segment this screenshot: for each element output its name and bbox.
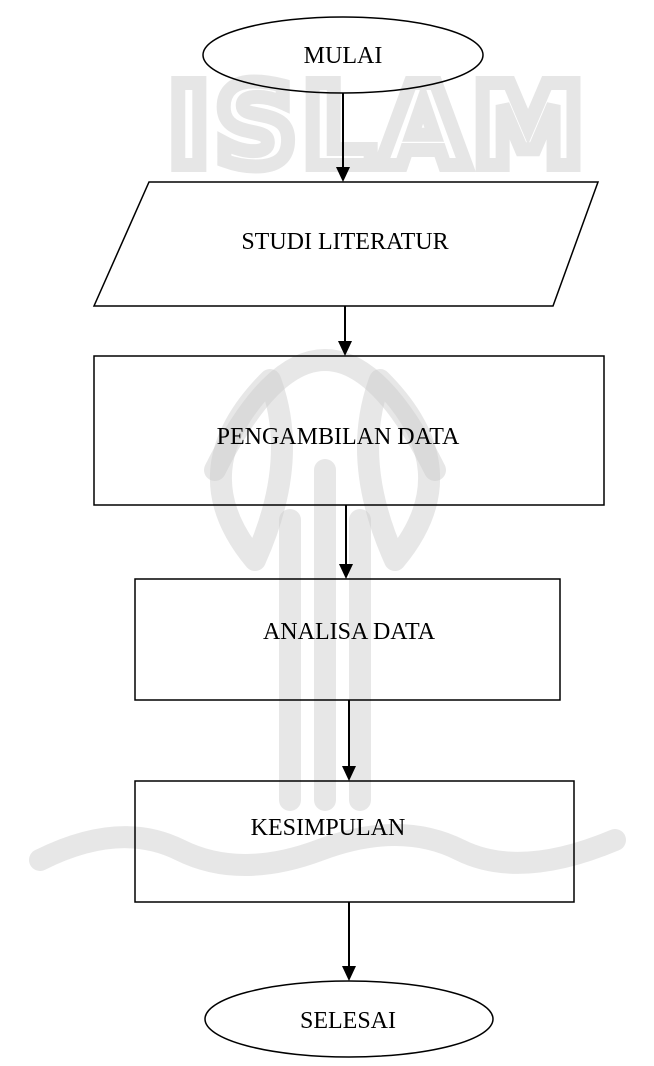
node-data-collection: PENGAMBILAN DATA — [93, 355, 605, 506]
arrowhead-end — [342, 966, 356, 981]
watermark-right-leaf — [357, 369, 441, 571]
node-literature: STUDI LITERATUR — [92, 181, 600, 307]
watermark-text-top: ISLAM — [168, 62, 590, 192]
node-start-label: MULAI — [304, 43, 383, 69]
arrowhead-data-collection — [338, 341, 352, 356]
node-end: SELESAI — [204, 980, 494, 1058]
node-data-collection-label: PENGAMBILAN DATA — [217, 424, 460, 450]
end-terminator — [204, 980, 494, 1058]
data-analysis-box — [134, 578, 561, 701]
data-collection-box — [93, 355, 605, 506]
arrowhead-data-analysis — [339, 564, 353, 579]
node-conclusion: KESIMPULAN — [134, 780, 575, 903]
connectors — [336, 93, 356, 981]
conclusion-box — [134, 780, 575, 903]
start-terminator — [202, 16, 484, 94]
university-watermark: ISLAM — [29, 55, 626, 876]
node-literature-label: STUDI LITERATUR — [241, 229, 448, 255]
node-data-analysis: ANALISA DATA — [134, 578, 561, 701]
watermark-dome — [204, 349, 446, 481]
watermark-left-leaf — [209, 369, 293, 571]
node-conclusion-label: KESIMPULAN — [251, 815, 406, 841]
node-start: MULAI — [202, 16, 484, 94]
node-data-analysis-label: ANALISA DATA — [263, 619, 436, 645]
arrowhead-literature — [336, 167, 350, 182]
node-end-label: SELESAI — [300, 1008, 396, 1034]
arrowhead-conclusion — [342, 766, 356, 781]
literature-parallelogram — [92, 181, 600, 307]
watermark-calligraphy — [29, 824, 626, 876]
